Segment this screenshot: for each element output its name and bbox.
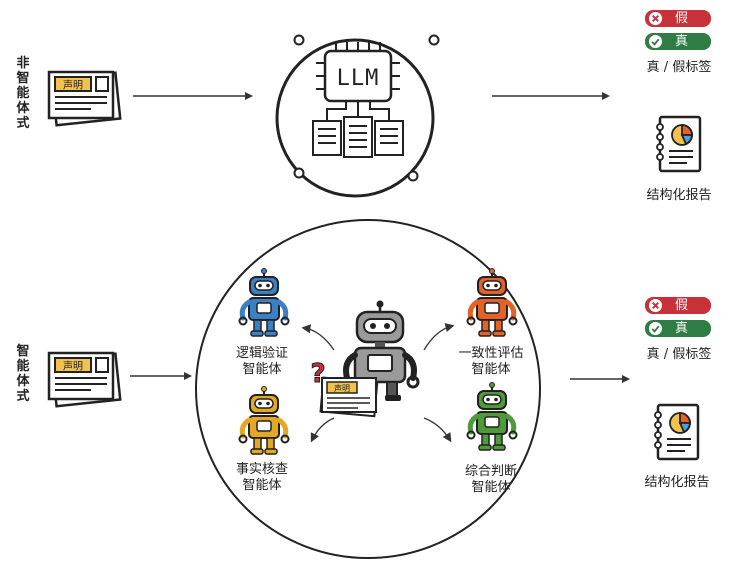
x-circle-icon	[648, 11, 663, 26]
logic-verification-robot-icon	[238, 268, 290, 337]
input-arrow	[130, 372, 192, 380]
report-caption: 结构化报告	[644, 475, 710, 490]
report-icon	[656, 115, 702, 173]
tag-caption: 真 / 假标签	[646, 347, 712, 362]
output-arrow	[492, 92, 610, 100]
comprehensive-judgment-robot-icon	[466, 382, 518, 451]
agent-mode-label: 智 能 体 式	[16, 344, 30, 404]
true-tag: 真	[645, 320, 711, 337]
input-arrow	[133, 92, 253, 100]
llm-processor-icon: LLM	[275, 34, 440, 198]
coordinator-robot-icon	[343, 300, 420, 401]
fact-check-robot-icon	[238, 386, 290, 455]
output-arrow	[570, 375, 630, 383]
llm-label: LLM	[337, 66, 380, 91]
claim-newspaper-icon: 声明	[47, 351, 122, 408]
report-icon	[654, 403, 700, 461]
report-caption: 结构化报告	[646, 188, 712, 203]
non-agent-mode-label: 非 智 能 体 式	[16, 56, 30, 131]
tag-caption: 真 / 假标签	[646, 60, 712, 75]
false-tag: 假	[645, 10, 711, 27]
logic-verification-agent-label: 逻辑验证 智能体	[235, 346, 288, 377]
fact-check-agent-label: 事实核查 智能体	[235, 462, 288, 493]
false-tag: 假	[645, 297, 711, 314]
claim-label: 声明	[63, 360, 83, 373]
agent-flow-arrows	[301, 323, 455, 443]
consistency-agent-label: 一致性评估 智能体	[458, 346, 524, 377]
claim-label: 声明	[63, 79, 83, 92]
center-claim-label: 声明	[334, 383, 350, 393]
comprehensive-judgment-agent-label: 综合判断 智能体	[464, 464, 517, 495]
center-claim-newspaper-icon: 声明	[319, 376, 379, 418]
consistency-robot-icon	[466, 268, 518, 337]
true-tag: 真	[645, 33, 711, 50]
check-circle-icon	[648, 34, 663, 49]
check-circle-icon	[648, 321, 663, 336]
claim-newspaper-icon: 声明	[47, 70, 122, 127]
x-circle-icon	[648, 298, 663, 313]
